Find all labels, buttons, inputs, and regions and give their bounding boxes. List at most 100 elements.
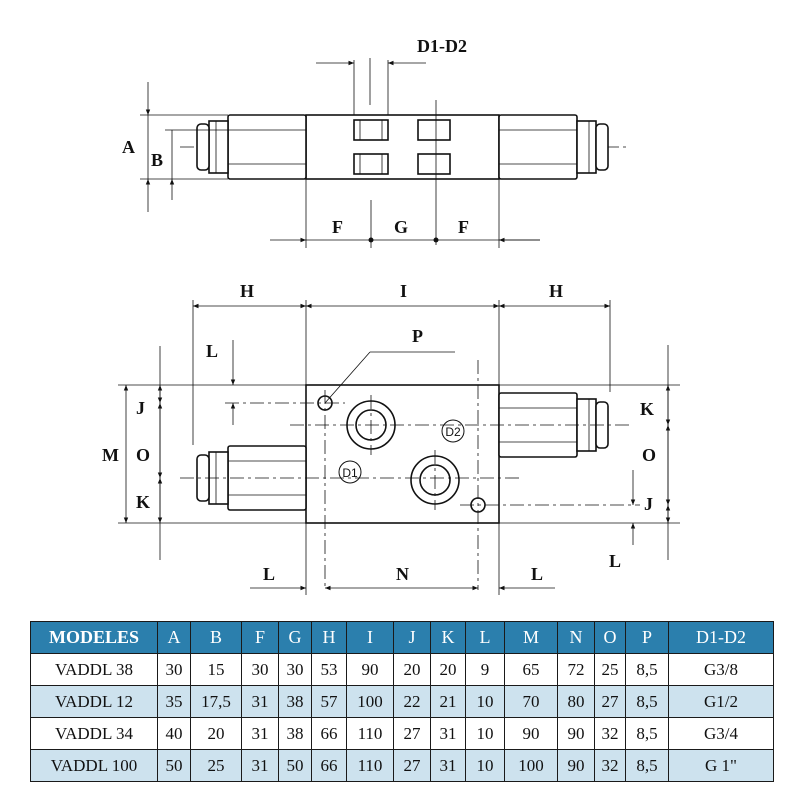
table-cell: G3/4 [668,717,774,750]
front-view [118,300,680,595]
table-cell: G 1" [668,749,774,782]
table-cell: G1/2 [668,685,774,718]
dim-o-left-label: O [136,445,150,465]
col-header-modeles: MODELES [30,621,158,654]
table-cell: 90 [504,717,558,750]
port-d1-callout [338,460,362,484]
table-cell: 27 [393,749,431,782]
table-header-row: MODELES A B F G H I J K L M N O P D1-D2 [30,621,774,654]
dim-k-right-label: K [640,399,654,419]
table-cell: 90 [346,653,394,686]
model-name-cell: VADDL 34 [30,717,158,750]
col-header-g: G [278,621,312,654]
col-header-p: P [625,621,669,654]
dim-f-right-label: F [458,217,469,237]
col-header-j: J [393,621,431,654]
table-cell: 21 [430,685,466,718]
table-cell: 9 [465,653,505,686]
model-name-cell: VADDL 12 [30,685,158,718]
table-cell: 30 [278,653,312,686]
table-cell: 40 [157,717,191,750]
table-cell: 30 [157,653,191,686]
table-cell: 10 [465,685,505,718]
dim-l-top-label: L [206,341,218,361]
dim-h-right-label: H [549,281,563,301]
dim-n-label: N [396,564,409,584]
table-cell: 35 [157,685,191,718]
dim-p-label: P [412,326,423,346]
dim-j-left-label: J [136,398,145,418]
table-cell: 31 [430,749,466,782]
table-cell: 27 [393,717,431,750]
table-cell: 66 [311,717,347,750]
col-header-f: F [241,621,279,654]
col-header-b: B [190,621,242,654]
table-cell: 38 [278,717,312,750]
table-cell: 22 [393,685,431,718]
table-cell: 80 [557,685,595,718]
port-d2-label: D2 [445,425,461,439]
table-cell: 110 [346,749,394,782]
table-cell: 32 [594,717,626,750]
col-header-h: H [311,621,347,654]
dim-f-left-label: F [332,217,343,237]
valve-body-top [305,114,500,180]
table-cell: 15 [190,653,242,686]
table-cell: 31 [241,685,279,718]
table-cell: 70 [504,685,558,718]
dim-j-right-label: J [644,494,653,514]
table-cell: 25 [594,653,626,686]
table-cell: 53 [311,653,347,686]
table-cell: 10 [465,717,505,750]
col-header-n: N [557,621,595,654]
table-cell: 100 [504,749,558,782]
dim-o-right-label: O [642,445,656,465]
table-cell: 38 [278,685,312,718]
port-d2-callout [441,419,465,443]
dim-i-label: I [400,281,407,301]
table-cell: 100 [346,685,394,718]
table-cell: G3/8 [668,653,774,686]
dimensions-table: MODELES A B F G H I J K L M N O P D1-D2 … [30,621,774,782]
table-cell: 72 [557,653,595,686]
table-cell: 8,5 [625,685,669,718]
table-cell: 27 [594,685,626,718]
table-cell: 31 [241,717,279,750]
table-cell: 65 [504,653,558,686]
col-header-m: M [504,621,558,654]
table-cell: 32 [594,749,626,782]
table-cell: 20 [393,653,431,686]
dim-g-label: G [394,217,408,237]
technical-drawing: D1-D2 A B F G F [102,36,680,595]
table-cell: 8,5 [625,717,669,750]
table-cell: 110 [346,717,394,750]
col-header-d1d2: D1-D2 [668,621,774,654]
dim-d1d2-label: D1-D2 [417,36,467,56]
dim-k-left-label: K [136,492,150,512]
table-cell: 10 [465,749,505,782]
table-cell: 66 [311,749,347,782]
port-d1-label: D1 [342,466,358,480]
table-cell: 8,5 [625,749,669,782]
dim-l-right-label: L [609,551,621,571]
model-name-cell: VADDL 100 [30,749,158,782]
table-cell: 31 [241,749,279,782]
table-cell: 50 [157,749,191,782]
table-cell: 20 [430,653,466,686]
top-view [140,58,630,248]
dim-l-bottom-right-label: L [531,564,543,584]
dim-b-label: B [151,150,163,170]
dim-l-bottom-left-label: L [263,564,275,584]
valve-body-front [305,384,500,524]
table-cell: 57 [311,685,347,718]
dim-h-left-label: H [240,281,254,301]
table-cell: 25 [190,749,242,782]
table-cell: 50 [278,749,312,782]
col-header-o: O [594,621,626,654]
col-header-i: I [346,621,394,654]
table-cell: 8,5 [625,653,669,686]
